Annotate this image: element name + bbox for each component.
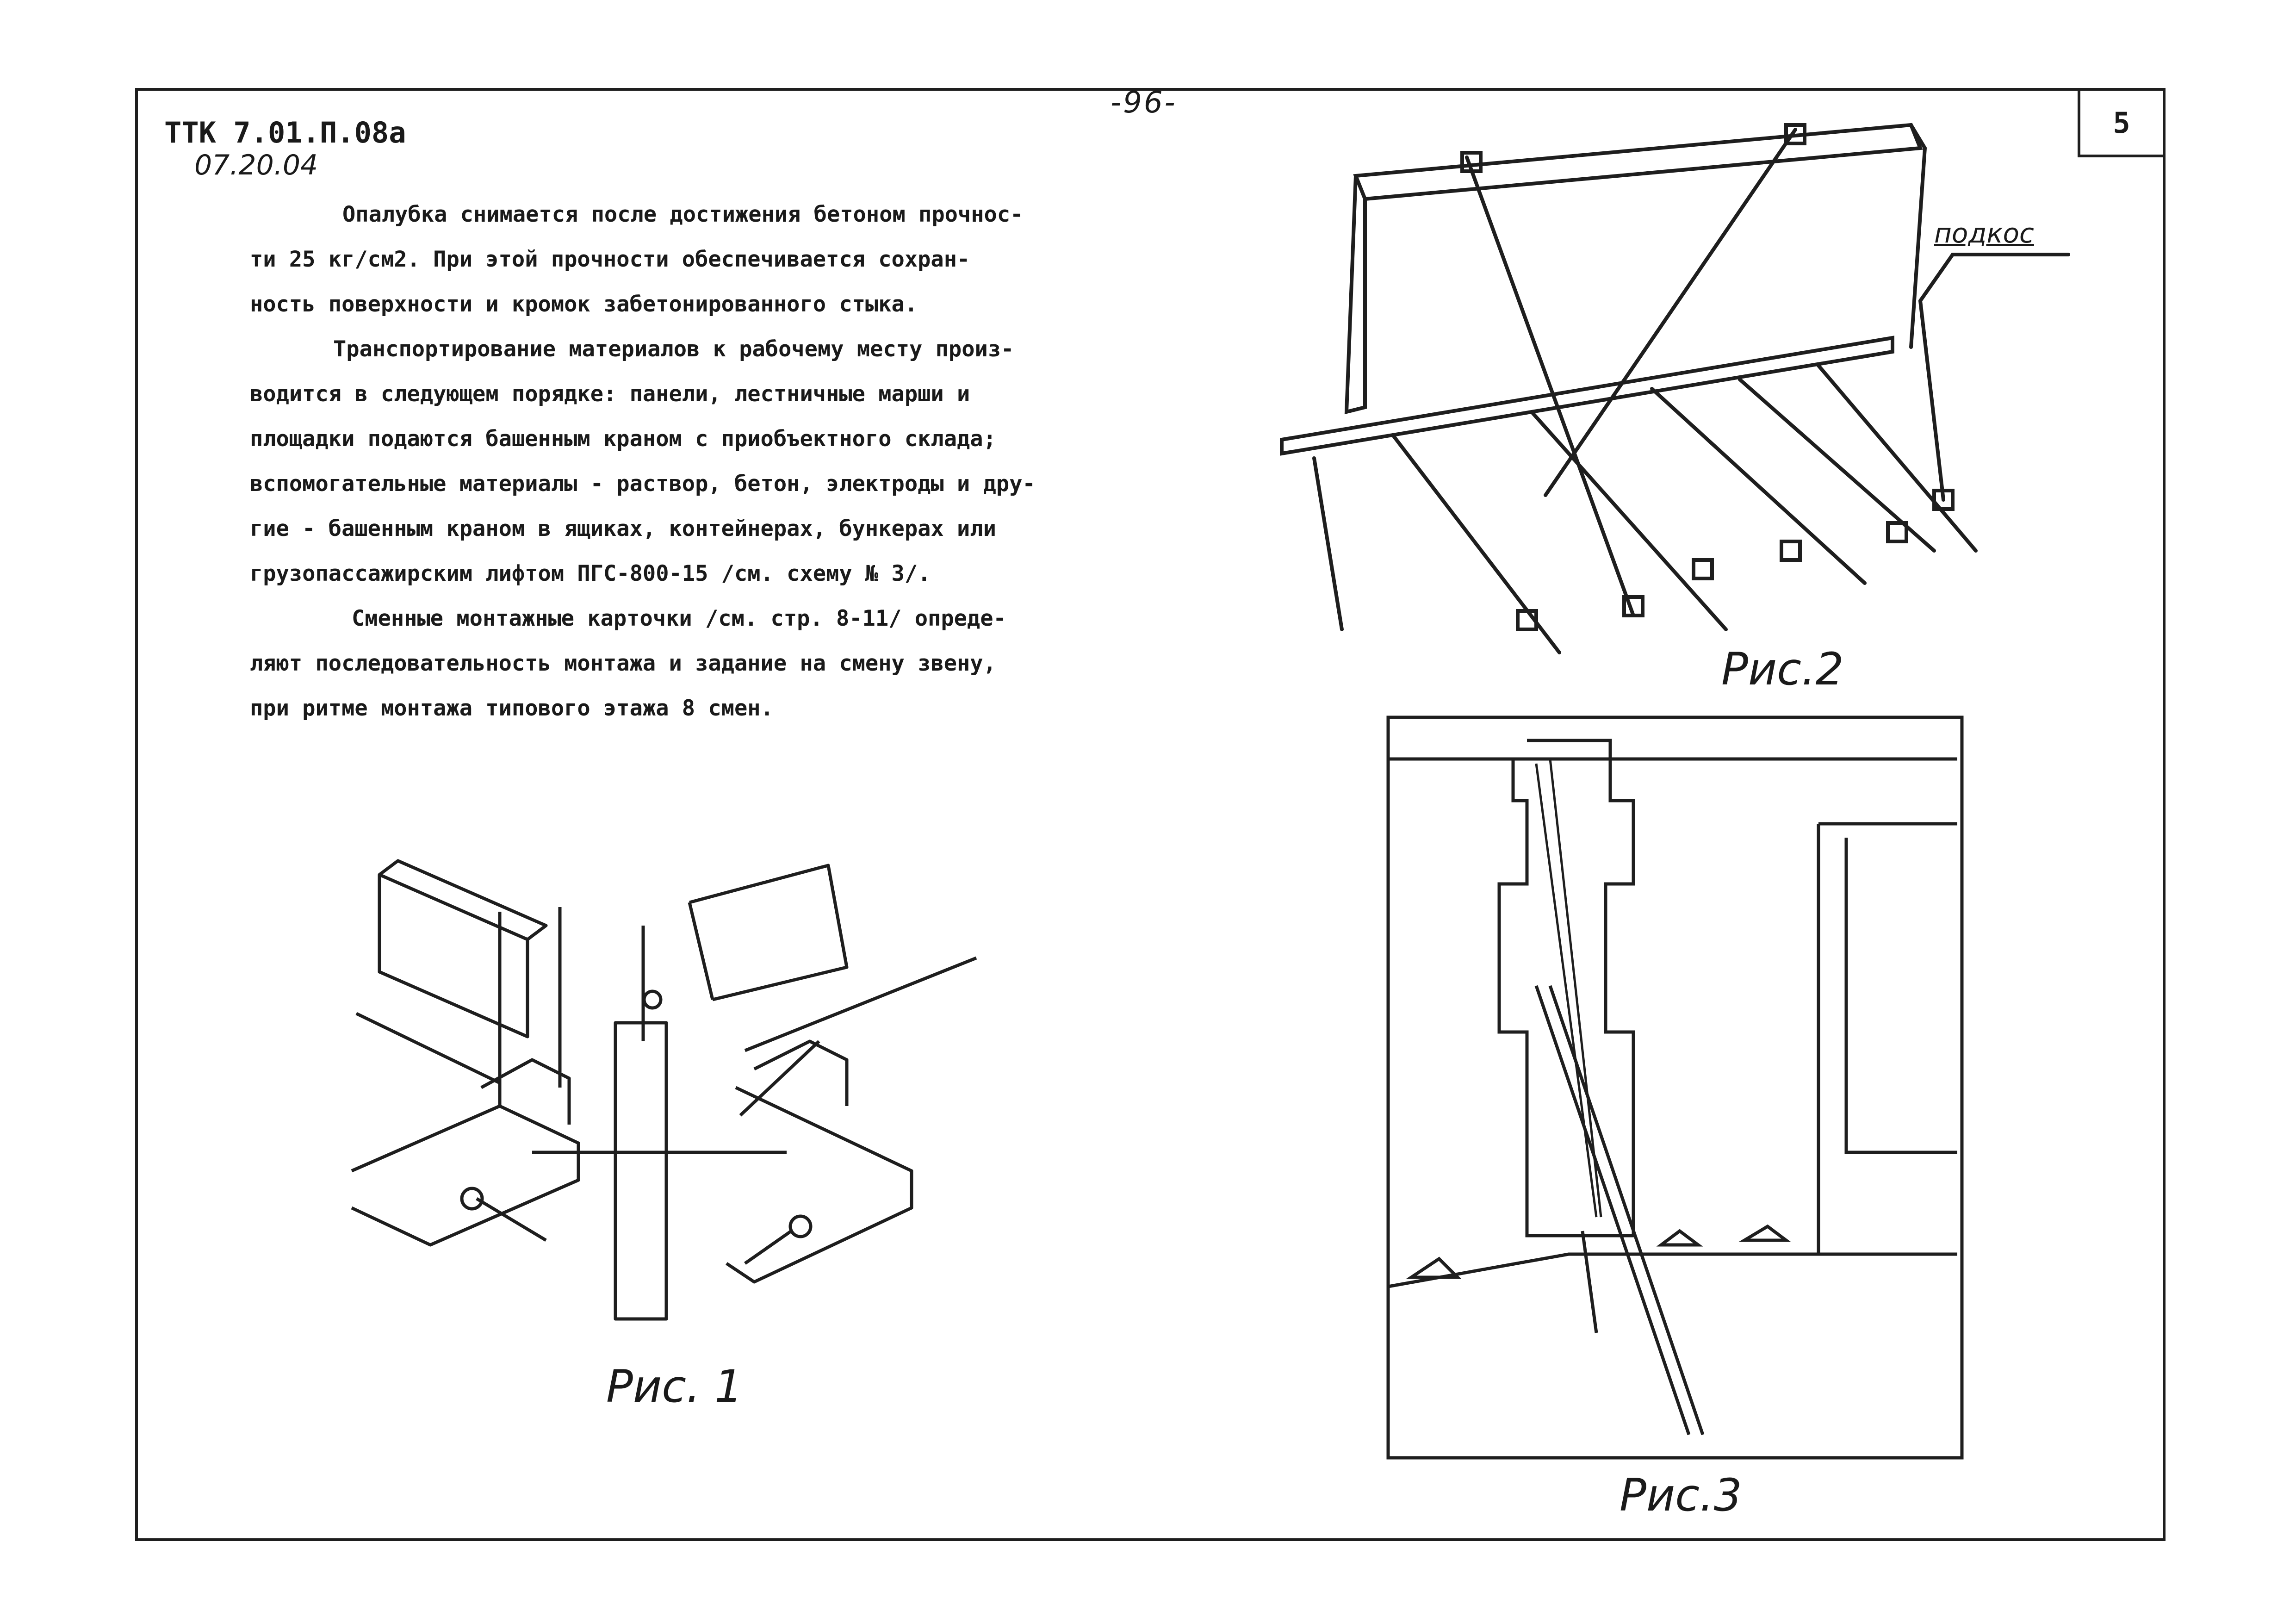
text-line: вспомогательные материалы - раствор, бет… (250, 471, 1036, 497)
figure-1-drawing (351, 859, 977, 1321)
figure-2-drawing (1280, 123, 2070, 654)
text-line: Сменные монтажные карточки /см. стр. 8-1… (352, 606, 1006, 631)
text-line: ти 25 кг/см2. При этой прочности обеспеч… (250, 247, 970, 272)
text-line: ность поверхности и кромок забетонирован… (250, 292, 918, 317)
drawing-frame (135, 88, 2166, 1541)
sheet-number-box: 5 (2078, 88, 2166, 157)
text-line: при ритме монтажа типового этажа 8 смен. (250, 696, 774, 721)
text-line: ляют последовательность монтажа и задани… (250, 651, 996, 676)
document-date: 07.20.04 (194, 149, 318, 181)
body-text: Опалубка снимается после достижения бето… (250, 192, 1157, 731)
figure-3-caption: Рис.3 (1620, 1469, 1742, 1521)
page-number: -96- (1111, 86, 1177, 120)
figure-2-caption: Рис.2 (1721, 643, 1844, 695)
text-line: гие - башенным краном в ящиках, контейне… (250, 516, 996, 541)
figure-3-drawing (1386, 715, 1964, 1460)
document-code: ТТК 7.01.П.08а (164, 116, 406, 149)
figure-2-label-strut: подкос (1934, 218, 2034, 249)
text-line: Транспортирование материалов к рабочему … (333, 336, 1014, 362)
text-line: площадки подаются башенным краном с прио… (250, 426, 996, 452)
text-line: водится в следующем порядке: панели, лес… (250, 381, 970, 407)
figure-1-caption: Рис. 1 (606, 1361, 743, 1412)
sheet-number: 5 (2113, 106, 2130, 140)
text-line: Опалубка снимается после достижения бето… (342, 202, 1024, 227)
text-line: грузопассажирским лифтом ПГС-800-15 /см.… (250, 561, 931, 586)
